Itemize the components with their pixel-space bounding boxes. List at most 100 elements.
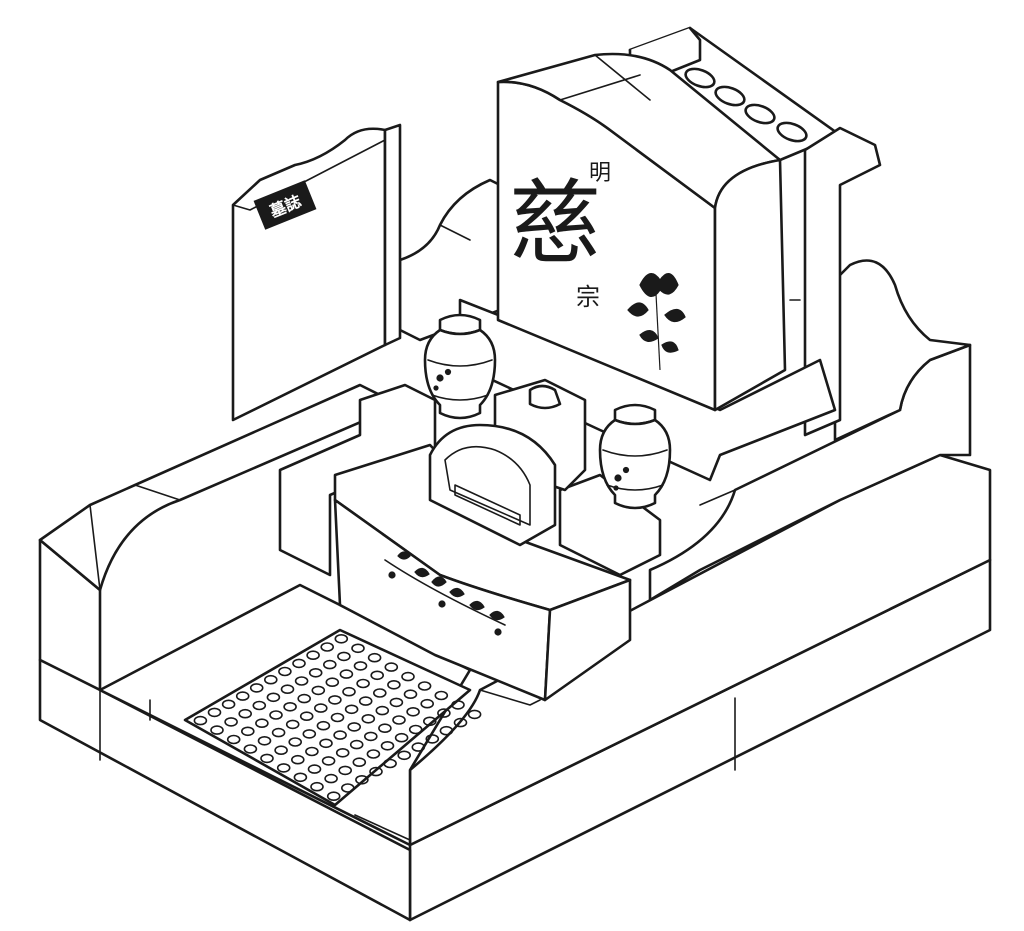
right-side-wall bbox=[648, 259, 972, 602]
grate-cell bbox=[305, 746, 319, 757]
grate-cell bbox=[224, 717, 238, 727]
grate-cell bbox=[226, 734, 241, 745]
grate-cell bbox=[406, 706, 420, 717]
grate-cell bbox=[439, 725, 454, 736]
vine-leaf-icon bbox=[384, 551, 506, 636]
grate-cell bbox=[378, 723, 392, 734]
grate-cell bbox=[328, 695, 342, 705]
grate-cell bbox=[334, 633, 349, 644]
grate-cell bbox=[358, 696, 373, 706]
right-vase bbox=[598, 403, 672, 510]
grate-cell bbox=[221, 699, 236, 710]
grate-cell bbox=[325, 677, 340, 688]
grate-cell bbox=[276, 763, 291, 773]
grate-cell bbox=[372, 688, 387, 698]
grate-cell bbox=[280, 684, 295, 695]
tombstone-main-character: 慈 bbox=[509, 170, 601, 277]
grate-cell bbox=[316, 720, 331, 731]
lily-flower-icon bbox=[627, 273, 686, 371]
grate-cell bbox=[367, 652, 382, 663]
side-stone-front bbox=[231, 127, 387, 422]
grate-cell bbox=[302, 729, 317, 739]
tombstone-side bbox=[713, 158, 787, 412]
grate-cell bbox=[337, 651, 351, 662]
grate-cell bbox=[437, 708, 451, 718]
grate-cell bbox=[417, 681, 432, 691]
grate-cell bbox=[207, 707, 222, 718]
grate-cell bbox=[380, 740, 395, 751]
grate-cell bbox=[257, 735, 272, 746]
incense-burner bbox=[428, 378, 587, 547]
grate-cell bbox=[320, 642, 335, 652]
right-wave-wall-cap bbox=[833, 259, 972, 442]
grate-cell bbox=[249, 683, 264, 693]
grate-cell bbox=[307, 764, 322, 774]
burner-arch bbox=[428, 423, 557, 547]
grate-cell bbox=[387, 679, 401, 690]
rack-holes bbox=[684, 67, 808, 143]
grate-cell bbox=[311, 685, 326, 696]
grate-cell bbox=[308, 667, 323, 678]
grate-cell bbox=[349, 739, 364, 750]
left-vase bbox=[423, 313, 497, 420]
grate-cell bbox=[397, 750, 412, 761]
grate-cell bbox=[453, 717, 468, 728]
grate-cell bbox=[375, 705, 390, 716]
grate-cell bbox=[306, 650, 320, 661]
grate-cell bbox=[324, 773, 338, 784]
grate-cell bbox=[274, 745, 288, 756]
rack-hole bbox=[776, 121, 808, 143]
left-wall-top bbox=[38, 383, 402, 592]
floor-grate bbox=[183, 628, 482, 807]
grate-cell bbox=[356, 678, 370, 689]
grate-lattice-icon bbox=[193, 633, 482, 802]
grate-cell bbox=[297, 693, 312, 704]
main-tombstone: 慈 明 宗 bbox=[458, 52, 837, 482]
grate-cell bbox=[366, 749, 381, 759]
grate-cell bbox=[330, 712, 345, 723]
grate-cell bbox=[425, 734, 440, 744]
grate-cell bbox=[408, 724, 423, 735]
grate-cell bbox=[255, 718, 269, 729]
rack-hole bbox=[684, 67, 716, 89]
grate-cell bbox=[238, 708, 252, 719]
grate-cell bbox=[193, 715, 208, 726]
grate-cell bbox=[347, 722, 362, 732]
grate-cell bbox=[322, 659, 337, 670]
grate-cell bbox=[420, 698, 435, 709]
back-left-wall bbox=[398, 178, 502, 342]
platform-right bbox=[558, 473, 662, 577]
grate-cell bbox=[285, 719, 300, 730]
grate-cell bbox=[294, 676, 309, 686]
grate-cell bbox=[252, 700, 267, 711]
grate-cell bbox=[290, 754, 305, 765]
grate-cell bbox=[355, 774, 369, 785]
grate-cell bbox=[263, 674, 278, 685]
grate-cell bbox=[321, 756, 336, 766]
tombstone-small-character-mid: 宗 bbox=[576, 283, 600, 311]
grate-cell bbox=[370, 670, 385, 681]
grate-cell bbox=[299, 711, 314, 722]
grate-cell bbox=[338, 765, 353, 776]
grate-cell bbox=[363, 731, 378, 742]
grate-cell bbox=[313, 703, 328, 713]
grate-cell bbox=[235, 691, 250, 701]
grate-frame bbox=[183, 628, 472, 807]
grate-cell bbox=[342, 686, 356, 697]
side-plaque bbox=[253, 180, 317, 230]
grate-cell bbox=[434, 690, 449, 701]
grate-cell bbox=[401, 671, 415, 682]
tombstone-small-character-top: 明 bbox=[589, 161, 611, 186]
grate-cell bbox=[369, 766, 383, 777]
grate-cell bbox=[271, 727, 286, 738]
grate-cell bbox=[339, 669, 354, 679]
grate-cell bbox=[340, 783, 355, 793]
grate-cell bbox=[292, 658, 306, 669]
grate-cell bbox=[326, 791, 341, 802]
grate-cell bbox=[467, 709, 482, 720]
grate-cell bbox=[241, 726, 255, 737]
rack-hole bbox=[744, 103, 776, 125]
grate-cell bbox=[422, 716, 437, 727]
